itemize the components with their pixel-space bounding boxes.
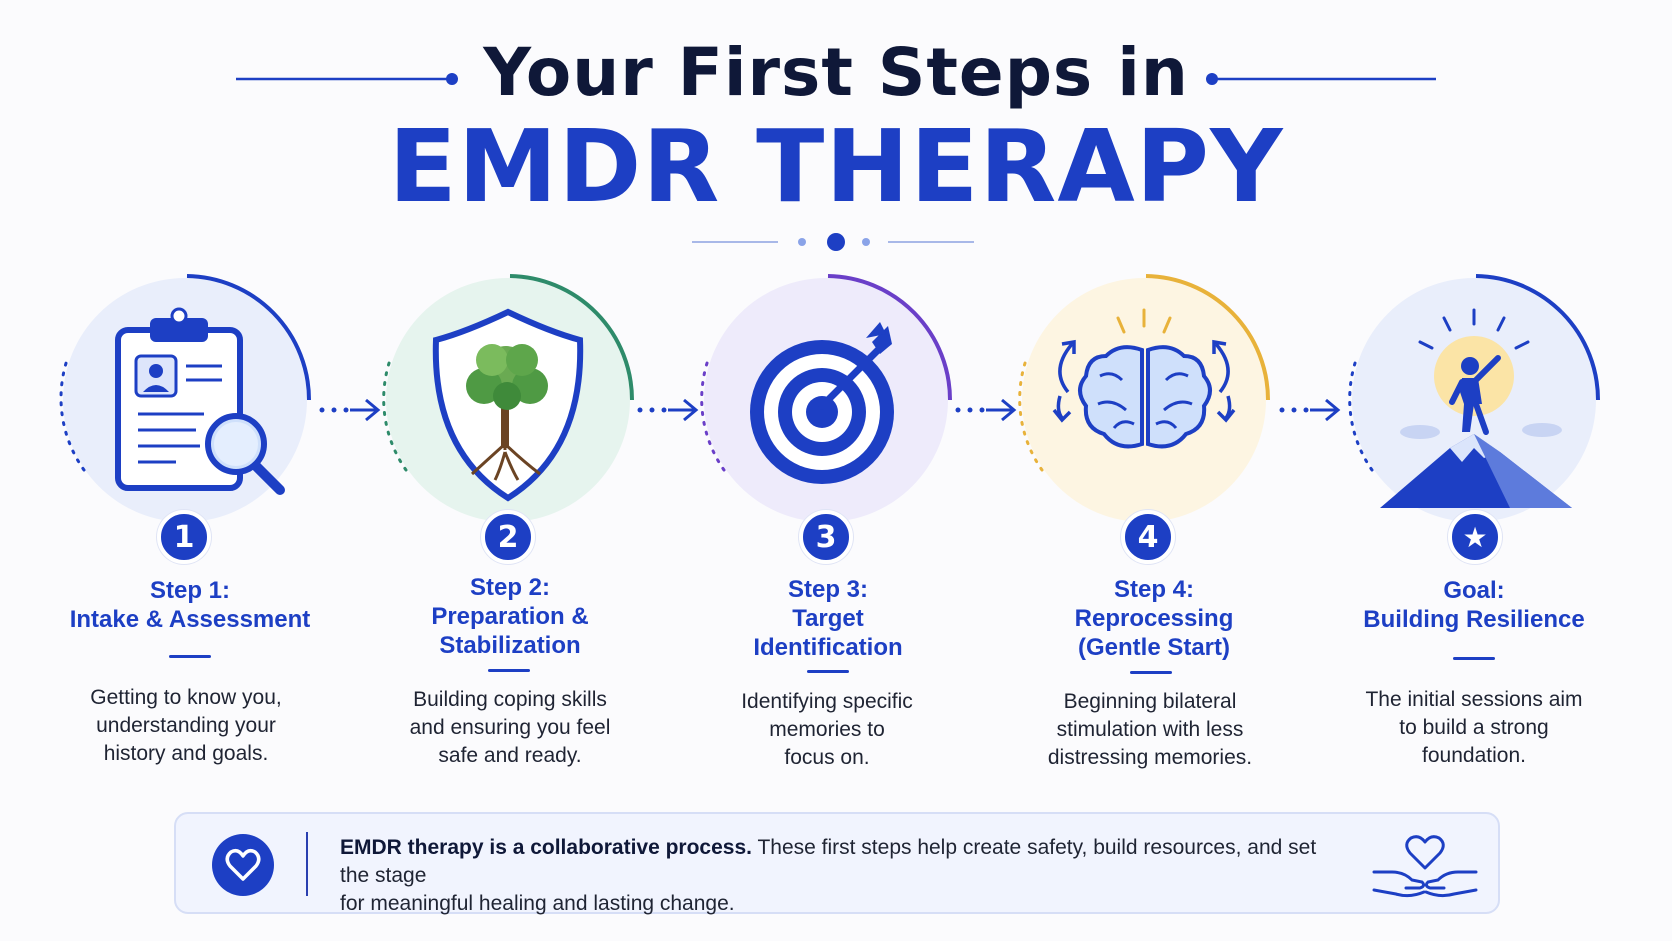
heart-icon bbox=[212, 834, 274, 896]
footer-line2: for meaningful healing and lasting chang… bbox=[340, 892, 735, 915]
header-decoration bbox=[236, 73, 1436, 251]
footer-bold-text: EMDR therapy is a collaborative process. bbox=[340, 836, 752, 859]
arrow-icon bbox=[955, 398, 1017, 422]
step-title: Step 1: Intake & Assessment bbox=[69, 577, 311, 633]
step-divider bbox=[807, 670, 849, 673]
step-number-badge: 3 bbox=[799, 510, 853, 564]
step-title: Step 2: Preparation & Stabilization bbox=[431, 574, 589, 659]
step-title: Step 4: Reprocessing (Gentle Start) bbox=[1074, 576, 1234, 661]
step-number-badge: 4 bbox=[1121, 510, 1175, 564]
hands-heart-icon bbox=[1372, 835, 1478, 898]
footer-banner: EMDR therapy is a collaborative process.… bbox=[174, 812, 1500, 915]
footer-divider bbox=[306, 832, 308, 896]
step-description: Beginning bilateral stimulation with les… bbox=[1047, 690, 1253, 769]
footer-line1: These first steps help create safety, bu… bbox=[340, 836, 1317, 887]
page-title-line2: EMDR THERAPY bbox=[388, 108, 1284, 225]
step-divider bbox=[169, 655, 211, 658]
page-title-line1: Your First Steps in bbox=[483, 34, 1189, 111]
arrow-icon bbox=[637, 398, 699, 422]
step-description: Getting to know you, understanding your … bbox=[90, 686, 282, 765]
step-divider bbox=[1130, 671, 1172, 674]
star-icon: ★ bbox=[1448, 510, 1502, 564]
step-divider bbox=[488, 669, 530, 672]
step-title: Step 3: Target Identification bbox=[753, 576, 903, 661]
step-number-badge: 1 bbox=[157, 510, 211, 564]
step-divider bbox=[1453, 657, 1495, 660]
step-description: The initial sessions aim to build a stro… bbox=[1365, 688, 1583, 767]
step-number-badge: 2 bbox=[481, 510, 535, 564]
step-description: Identifying specific memories to focus o… bbox=[741, 690, 913, 769]
step-description: Building coping skills and ensuring you … bbox=[409, 688, 611, 767]
step-title: Goal: Building Resilience bbox=[1363, 577, 1585, 633]
footer-message: EMDR therapy is a collaborative process.… bbox=[340, 834, 1340, 918]
arrow-icon bbox=[319, 398, 381, 422]
arrow-icon bbox=[1279, 398, 1341, 422]
